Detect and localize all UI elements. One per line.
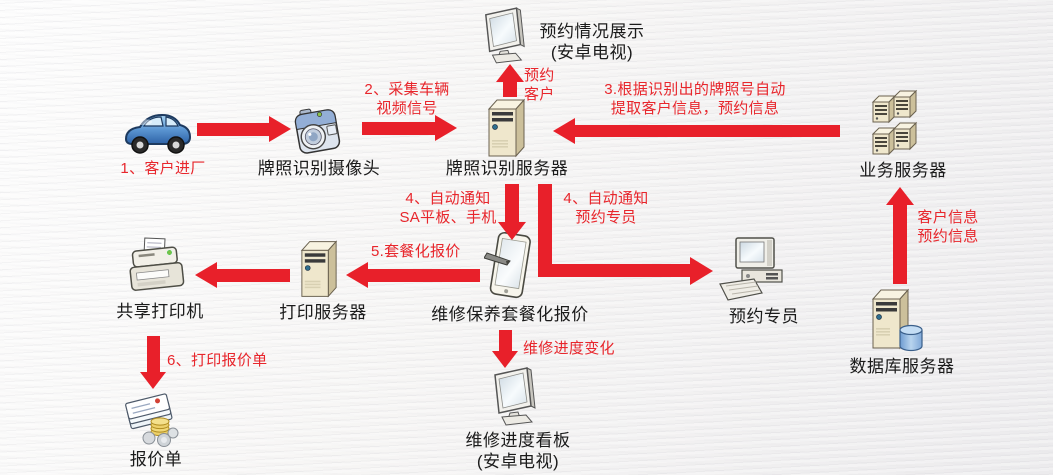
- edge-label-customer-info-line2: 预约信息: [917, 228, 979, 245]
- label-car: 1、客户进厂: [120, 160, 206, 177]
- server-tower-icon: [487, 98, 526, 158]
- arrow-camera-to-server-shaft: [362, 122, 435, 135]
- tablet-icon: [484, 231, 531, 299]
- edge-label-notify-agent: 4、自动通知 预约专员: [554, 189, 658, 227]
- camera-icon: [294, 108, 341, 154]
- label-agent: 预约专员: [729, 307, 799, 326]
- arrow-car-to-camera-head: [269, 116, 291, 142]
- arrow-server-to-display-shaft: [503, 82, 517, 97]
- label-printer: 共享打印机: [116, 302, 204, 321]
- label-tablet: 维修保养套餐化报价: [431, 305, 589, 324]
- arrow-car-to-camera-shaft: [197, 123, 269, 136]
- arrow-camera-to-server-head: [435, 115, 457, 141]
- edge-label-package-quote: 5.套餐化报价: [371, 243, 461, 260]
- edge-label-notify-sa: 4、自动通知 SA平板、手机: [396, 189, 500, 227]
- arrow-server-to-tablet-head: [498, 222, 526, 240]
- arrow-tablet-to-board-head: [492, 351, 518, 368]
- label-db-server: 数据库服务器: [849, 357, 955, 376]
- edge-label-collect-video-line1: 2、采集车辆: [364, 81, 450, 98]
- server-cluster-icon: [872, 90, 917, 155]
- arrow-printserver-to-printer-shaft: [217, 269, 290, 282]
- arrow-business-to-server-head: [553, 118, 575, 144]
- label-business-server: 业务服务器: [859, 161, 947, 180]
- arrow-db-to-business-shaft: [893, 205, 907, 284]
- database-server-icon: [871, 288, 923, 352]
- edge-label-reserve-customer-line2: 客户: [524, 86, 555, 103]
- label-reservation-display-line2: (安卓电视): [550, 43, 634, 62]
- quotation-papers-coins-icon: [125, 393, 179, 447]
- printer-icon: [129, 237, 185, 291]
- arrow-server-to-tablet-shaft: [505, 184, 519, 222]
- arrow-server-to-agent-horizontal: [538, 264, 690, 277]
- arrow-business-to-server-shaft: [575, 125, 840, 137]
- arrow-tablet-to-printserver-shaft: [368, 269, 480, 282]
- desktop-computer-icon: [719, 237, 783, 301]
- edge-label-notify-agent-line2: 预约专员: [575, 209, 637, 226]
- edge-label-progress-change: 维修进度变化: [523, 340, 615, 357]
- label-progress-board-line2: (安卓电视): [476, 452, 560, 471]
- tv-monitor-icon: [485, 7, 525, 64]
- edge-label-extract-info-line2: 提取客户信息，预约信息: [610, 100, 780, 117]
- label-print-server: 打印服务器: [279, 303, 367, 322]
- edge-label-reserve-customer-line1: 预约: [524, 67, 555, 84]
- car-icon: [124, 113, 192, 154]
- edge-label-notify-agent-line1: 4、自动通知: [563, 190, 649, 207]
- label-progress-board: 维修进度看板 (安卓电视): [458, 430, 578, 472]
- tv-monitor-icon: [494, 367, 536, 426]
- arrow-db-to-business-head: [886, 187, 914, 205]
- arrow-tablet-to-board-shaft: [499, 330, 512, 351]
- arrow-server-to-agent-vertical: [538, 184, 552, 277]
- arrow-server-to-display-head: [496, 64, 524, 82]
- label-camera: 牌照识别摄像头: [257, 159, 381, 178]
- edge-label-reserve-customer: 预约 客户: [524, 66, 564, 104]
- server-tower-icon: [300, 240, 338, 298]
- arrow-tablet-to-printserver-head: [346, 262, 368, 288]
- edge-label-collect-video: 2、采集车辆 视频信号: [354, 80, 460, 118]
- label-reservation-display-line1: 预约情况展示: [539, 22, 645, 41]
- edge-label-notify-sa-line1: 4、自动通知: [405, 190, 491, 207]
- edge-label-collect-video-line2: 视频信号: [376, 100, 438, 117]
- edge-label-extract-info: 3.根据识别出的牌照号自动 提取客户信息，预约信息: [588, 80, 802, 118]
- label-plate-server: 牌照识别服务器: [445, 159, 569, 178]
- arrow-printer-to-quotation-head: [140, 372, 166, 389]
- label-quotation: 报价单: [129, 450, 183, 469]
- edge-label-notify-sa-line2: SA平板、手机: [399, 209, 497, 226]
- arrow-printer-to-quotation-shaft: [147, 336, 160, 372]
- edge-label-print-quote: 6、打印报价单: [167, 352, 268, 369]
- label-progress-board-line1: 维修进度看板: [465, 431, 571, 450]
- edge-label-extract-info-line1: 3.根据识别出的牌照号自动: [604, 81, 786, 98]
- arrow-server-to-agent-head: [690, 257, 713, 285]
- edge-label-customer-info: 客户信息 预约信息: [915, 208, 981, 246]
- edge-label-customer-info-line1: 客户信息: [917, 209, 979, 226]
- arrow-printserver-to-printer-head: [195, 262, 217, 288]
- label-reservation-display: 预约情况展示 (安卓电视): [534, 21, 650, 63]
